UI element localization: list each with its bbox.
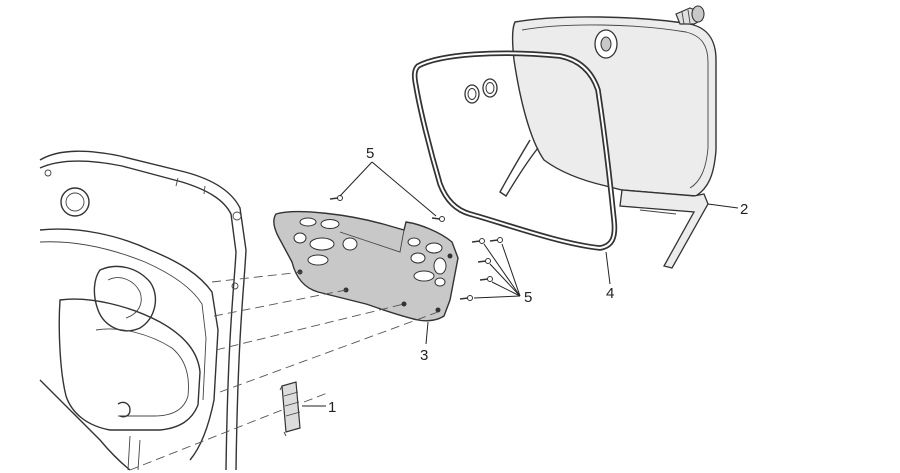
callout-5-top: 5 bbox=[366, 145, 374, 162]
inner-panel-part bbox=[273, 210, 459, 322]
clip-part bbox=[279, 381, 301, 437]
grommet-rings bbox=[464, 78, 498, 104]
lid-cover-part bbox=[499, 16, 717, 269]
lock-knob-part bbox=[675, 5, 705, 25]
callout-2: 2 bbox=[740, 201, 748, 218]
callout-1: 1 bbox=[328, 399, 336, 416]
callout-3: 3 bbox=[420, 347, 428, 364]
callout-5-right: 5 bbox=[524, 289, 532, 306]
gasket-seal-part bbox=[411, 50, 618, 251]
assembly-lines bbox=[129, 271, 439, 471]
leader-lines bbox=[302, 161, 739, 407]
callout-4: 4 bbox=[606, 285, 614, 302]
scooter-body-frame bbox=[39, 150, 247, 471]
